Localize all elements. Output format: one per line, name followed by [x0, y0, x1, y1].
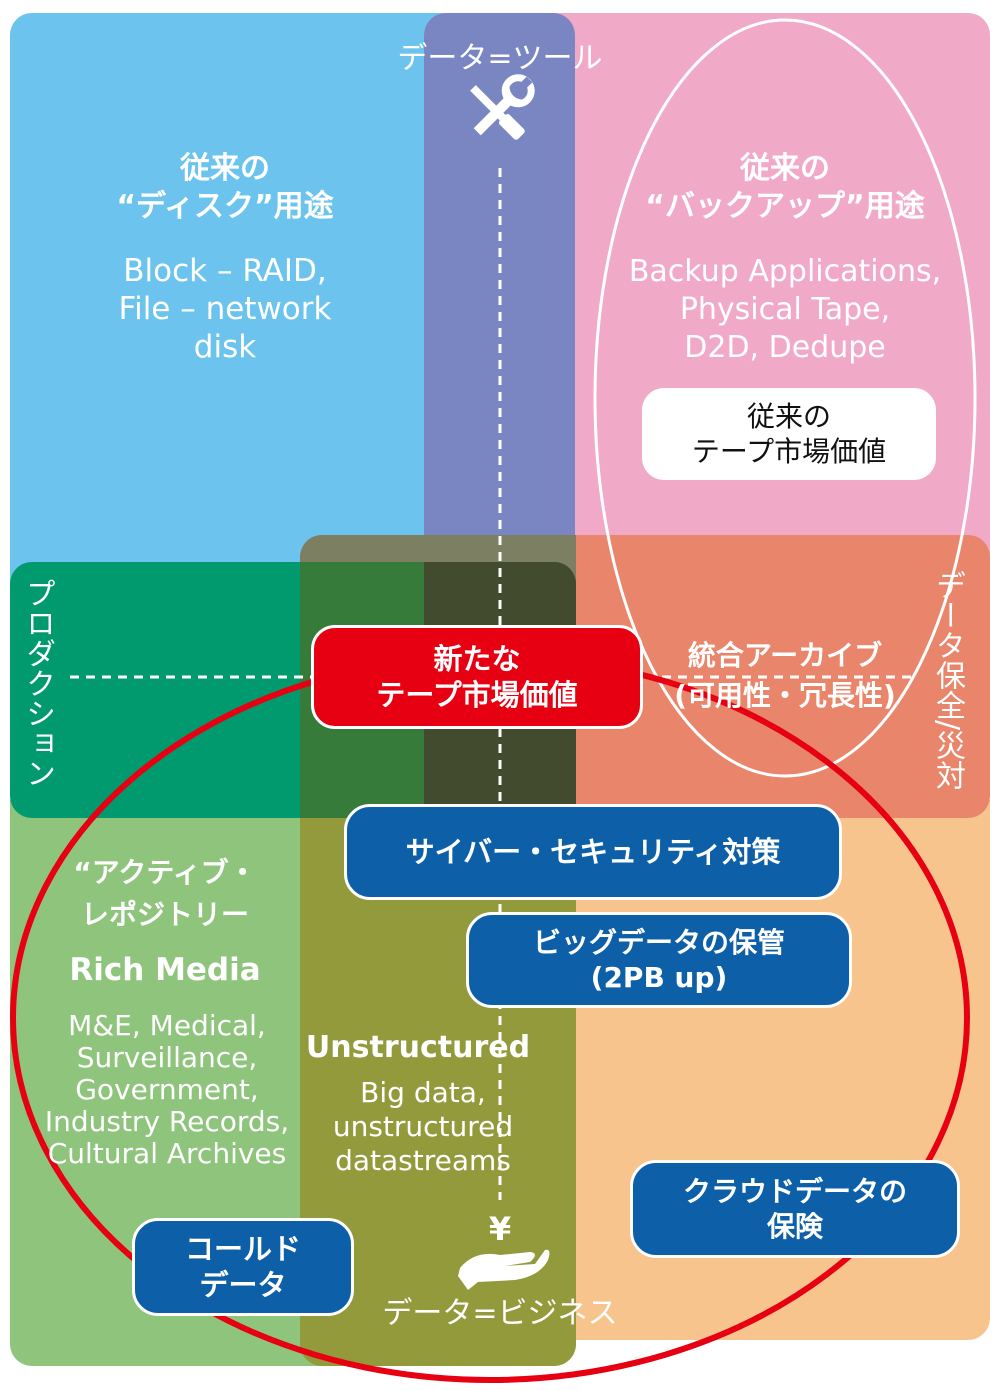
- cloud-data-line: クラウドデータの: [682, 1175, 907, 1208]
- active-repository-title-line: レポジトリー: [80, 898, 249, 931]
- cloud-data-box: クラウドデータの 保険: [630, 1160, 960, 1258]
- backup-title-line: 従来の: [740, 151, 830, 186]
- unstructured-body-line: Big data,: [360, 1076, 486, 1109]
- disk-title-line: “ディスク”用途: [116, 188, 334, 224]
- disk-title: 従来の “ディスク”用途: [60, 150, 390, 225]
- unstructured-heading: Unstructured: [305, 1030, 531, 1065]
- big-data-box: ビッグデータの保管 (2PB up): [466, 912, 852, 1008]
- active-repository-body-line: Government,: [75, 1073, 259, 1106]
- cyber-security-line: サイバー・セキュリティ対策: [405, 834, 781, 869]
- new-tape-value-line: テープ市場価値: [376, 678, 578, 712]
- cyber-security-box: サイバー・セキュリティ対策: [344, 804, 842, 900]
- backup-title: 従来の “バックアップ”用途: [600, 150, 970, 225]
- new-tape-value-line: 新たな: [433, 641, 521, 676]
- active-repository-body-line: M&E, Medical,: [68, 1009, 266, 1042]
- active-repository-title: “アクティブ・ レポジトリー: [40, 852, 290, 936]
- svg-text:¥: ¥: [489, 1210, 511, 1248]
- traditional-value-line: テープ市場価値: [691, 435, 887, 468]
- traditional-value-box: 従来の テープ市場価値: [642, 388, 936, 480]
- disk-body-line: disk: [193, 329, 257, 365]
- disk-title-line: 従来の: [180, 151, 270, 186]
- axis-label-bottom: データ=ビジネス: [382, 1296, 618, 1331]
- cloud-data-line: 保険: [766, 1210, 823, 1243]
- new-tape-value-box: 新たな テープ市場価値: [311, 625, 643, 729]
- rich-media-heading: Rich Media: [69, 952, 261, 988]
- archive-label-line: (可用性・冗長性): [674, 679, 896, 712]
- traditional-value-line: 従来の: [746, 400, 831, 433]
- big-data-line: ビッグデータの保管: [532, 926, 785, 959]
- unstructured-body: Big data, unstructured datastreams: [310, 1076, 536, 1178]
- cold-data-line: データ: [199, 1268, 287, 1302]
- cold-data-box: コールド データ: [132, 1218, 354, 1316]
- disk-body-line: File – network: [118, 291, 332, 327]
- axis-label-left: プロダクション: [20, 578, 55, 788]
- unstructured-body-line: datastreams: [335, 1144, 511, 1177]
- wrench-screwdriver-icon: [470, 74, 535, 140]
- archive-label-line: 統合アーカイブ: [687, 639, 883, 672]
- backup-body-line: D2D, Dedupe: [684, 330, 886, 365]
- active-repository-title-line: “アクティブ・: [73, 856, 257, 889]
- backup-body: Backup Applications, Physical Tape, D2D,…: [600, 253, 970, 367]
- backup-body-line: Physical Tape,: [679, 292, 891, 327]
- yen-hand-icon: ¥: [458, 1210, 550, 1290]
- active-repository-body-line: Surveillance,: [76, 1041, 258, 1074]
- big-data-line: (2PB up): [590, 961, 728, 994]
- active-repository-body: M&E, Medical, Surveillance, Government, …: [36, 1010, 298, 1170]
- axis-label-right: データ保全/災対: [930, 570, 965, 791]
- archive-label: 統合アーカイブ (可用性・冗長性): [660, 636, 910, 716]
- cold-data-line: コールド: [184, 1231, 301, 1266]
- backup-title-line: “バックアップ”用途: [645, 188, 925, 224]
- backup-body-line: Backup Applications,: [628, 254, 942, 289]
- disk-body-line: Block – RAID,: [123, 253, 327, 289]
- active-repository-body-line: Cultural Archives: [47, 1137, 287, 1170]
- active-repository-body-line: Industry Records,: [44, 1105, 290, 1138]
- backup-ellipse: [593, 18, 977, 778]
- unstructured-body-line: unstructured: [332, 1110, 514, 1143]
- axis-label-top: データ=ツール: [397, 41, 603, 76]
- disk-body: Block – RAID, File – network disk: [60, 252, 390, 366]
